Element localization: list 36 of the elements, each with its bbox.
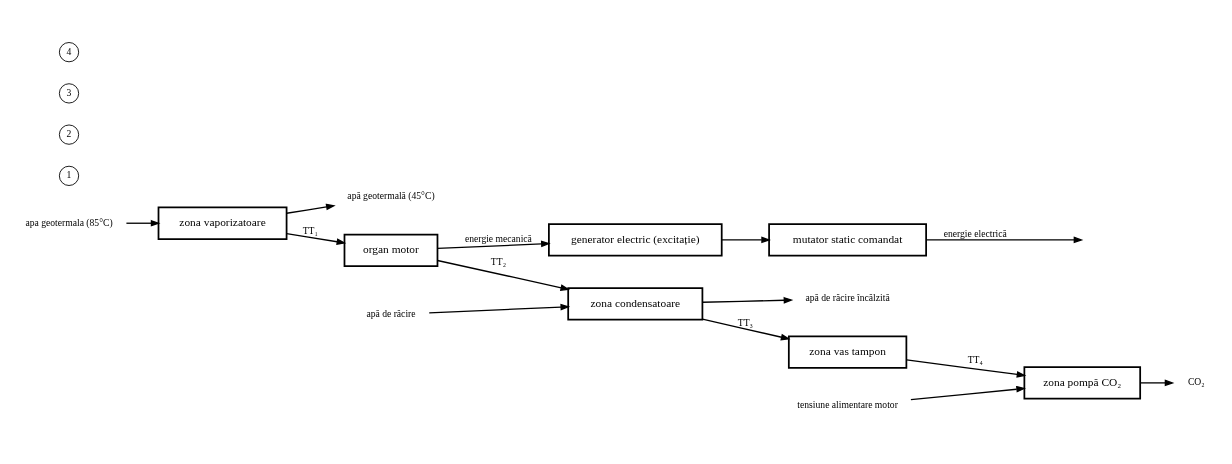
arrow [125,219,161,227]
node-box: zona vaporizatoare [157,206,288,240]
node-text: CO₂ [1187,376,1205,388]
arrow [436,240,551,250]
node-box: zona condensatoare [567,287,704,321]
label: 4 [66,45,72,57]
edge-label: TT₁ [302,225,318,237]
label: 2 [66,128,72,140]
arrow [1139,379,1175,387]
edge-label: TT₃ [737,316,753,328]
edge-label: energie mecanică [465,233,532,245]
arrow [925,236,1084,244]
arrow [906,359,1027,378]
arrow [701,318,791,341]
node-text: apă de răcire încălzită [805,292,890,304]
arrow [286,203,336,214]
arrow [910,385,1026,401]
label: 1 [66,169,72,181]
arrow [721,236,771,244]
node-box: zona pompă CO₂ [1023,366,1142,400]
node-text: tensiune alimentare motor [797,399,898,411]
edge-label: TT₄ [967,353,983,365]
edge-label: energie electrică [943,228,1007,240]
edge-label: TT₂ [490,256,507,268]
node-box: zona vas tampon [787,335,908,369]
node-box: mutator static comandat [768,223,927,257]
node-box: organ motor [343,233,439,268]
arrow [436,259,571,291]
label: 3 [66,86,72,98]
node-text: apa geotermala (85°C) [25,216,113,228]
node-text: apă geotermală (45°C) [347,190,435,202]
arrow [286,232,347,246]
arrow [428,303,571,314]
node-box: generator electric (excitație) [548,223,723,257]
arrow [701,296,794,304]
node-text: apă de răcire [366,307,416,319]
